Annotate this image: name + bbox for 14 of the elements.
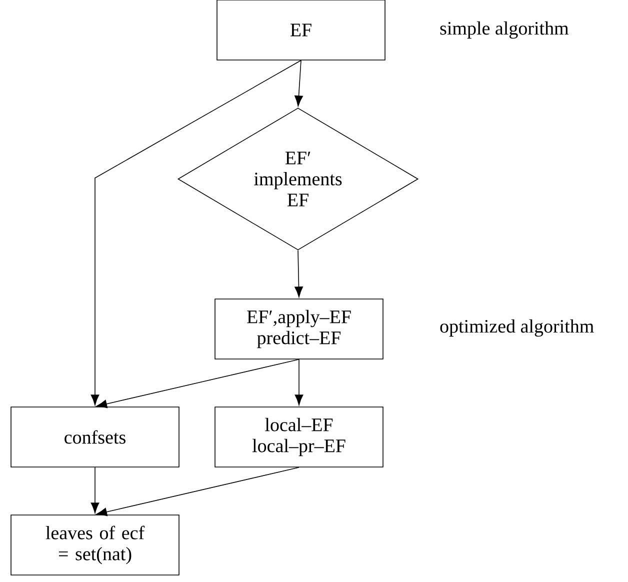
process-box: leaves of ecf = set(nat) [10,514,180,576]
process-box: confsets [10,406,180,468]
arrow [96,467,300,516]
arrow [96,359,300,408]
arrow [294,60,303,106]
arrow [90,467,100,514]
process-box: local–EF local–pr–EF [214,406,384,468]
arrow [294,250,303,298]
process-box: EF′,apply–EF predict–EF [214,298,384,360]
process-box: EF [216,0,386,60]
arrow [90,60,302,406]
annotation-text: optimized algorithm [440,319,594,337]
arrow [294,359,304,406]
annotation-text: simple algorithm [440,21,569,39]
